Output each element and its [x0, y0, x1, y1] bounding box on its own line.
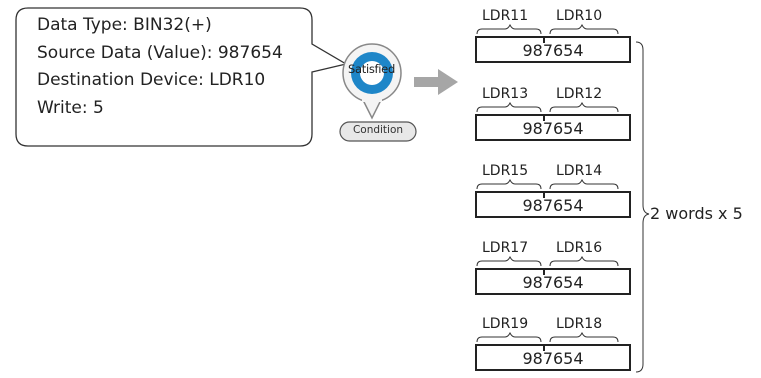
value-text: 987654 [522, 196, 584, 215]
callout-text: Data Type: BIN32(+) Source Data (Value):… [37, 12, 283, 122]
register-low-label: LDR16 [556, 240, 603, 256]
total-brace [635, 41, 650, 373]
word-divider [543, 346, 545, 351]
value-text: 987654 [522, 273, 584, 292]
condition-status-label: Satisfied [348, 62, 395, 76]
callout-line-destination: Destination Device: LDR10 [37, 70, 266, 90]
value-text: 987654 [522, 349, 584, 368]
total-words-label: 2 words x 5 [650, 204, 743, 223]
register-group: LDR17 LDR16 987654 [474, 240, 634, 302]
condition-indicator-icon [339, 43, 417, 142]
value-text: 987654 [522, 41, 584, 60]
register-high-label: LDR15 [482, 163, 529, 179]
value-text: 987654 [522, 119, 584, 138]
register-high-label: LDR11 [482, 8, 529, 24]
register-low-label: LDR10 [556, 8, 603, 24]
register-high-label: LDR19 [482, 316, 529, 332]
callout-line-data-type: Data Type: BIN32(+) [37, 15, 212, 35]
value-box: 987654 [475, 268, 631, 295]
word-brace [476, 102, 619, 113]
register-low-label: LDR18 [556, 316, 603, 332]
word-divider [543, 116, 545, 121]
register-group: LDR11 LDR10 987654 [474, 8, 634, 70]
value-box: 987654 [475, 36, 631, 63]
word-divider [543, 270, 545, 275]
callout-line-write: Write: 5 [37, 97, 104, 118]
value-box: 987654 [475, 344, 631, 371]
word-brace [476, 332, 619, 343]
word-brace [476, 179, 619, 190]
register-group: LDR19 LDR18 987654 [474, 316, 634, 378]
word-brace [476, 24, 619, 35]
register-low-label: LDR12 [556, 86, 603, 102]
value-box: 987654 [475, 191, 631, 218]
value-box: 987654 [475, 114, 631, 141]
callout-line-source-data: Source Data (Value): 987654 [37, 42, 283, 63]
register-group: LDR15 LDR14 987654 [474, 163, 634, 225]
condition-button[interactable]: Condition [352, 124, 404, 136]
word-divider [543, 38, 545, 43]
register-high-label: LDR17 [482, 240, 529, 256]
arrow-right-icon [414, 69, 458, 95]
word-divider [543, 193, 545, 198]
word-brace [476, 256, 619, 267]
register-low-label: LDR14 [556, 163, 603, 179]
register-group: LDR13 LDR12 987654 [474, 86, 634, 148]
register-high-label: LDR13 [482, 86, 529, 102]
